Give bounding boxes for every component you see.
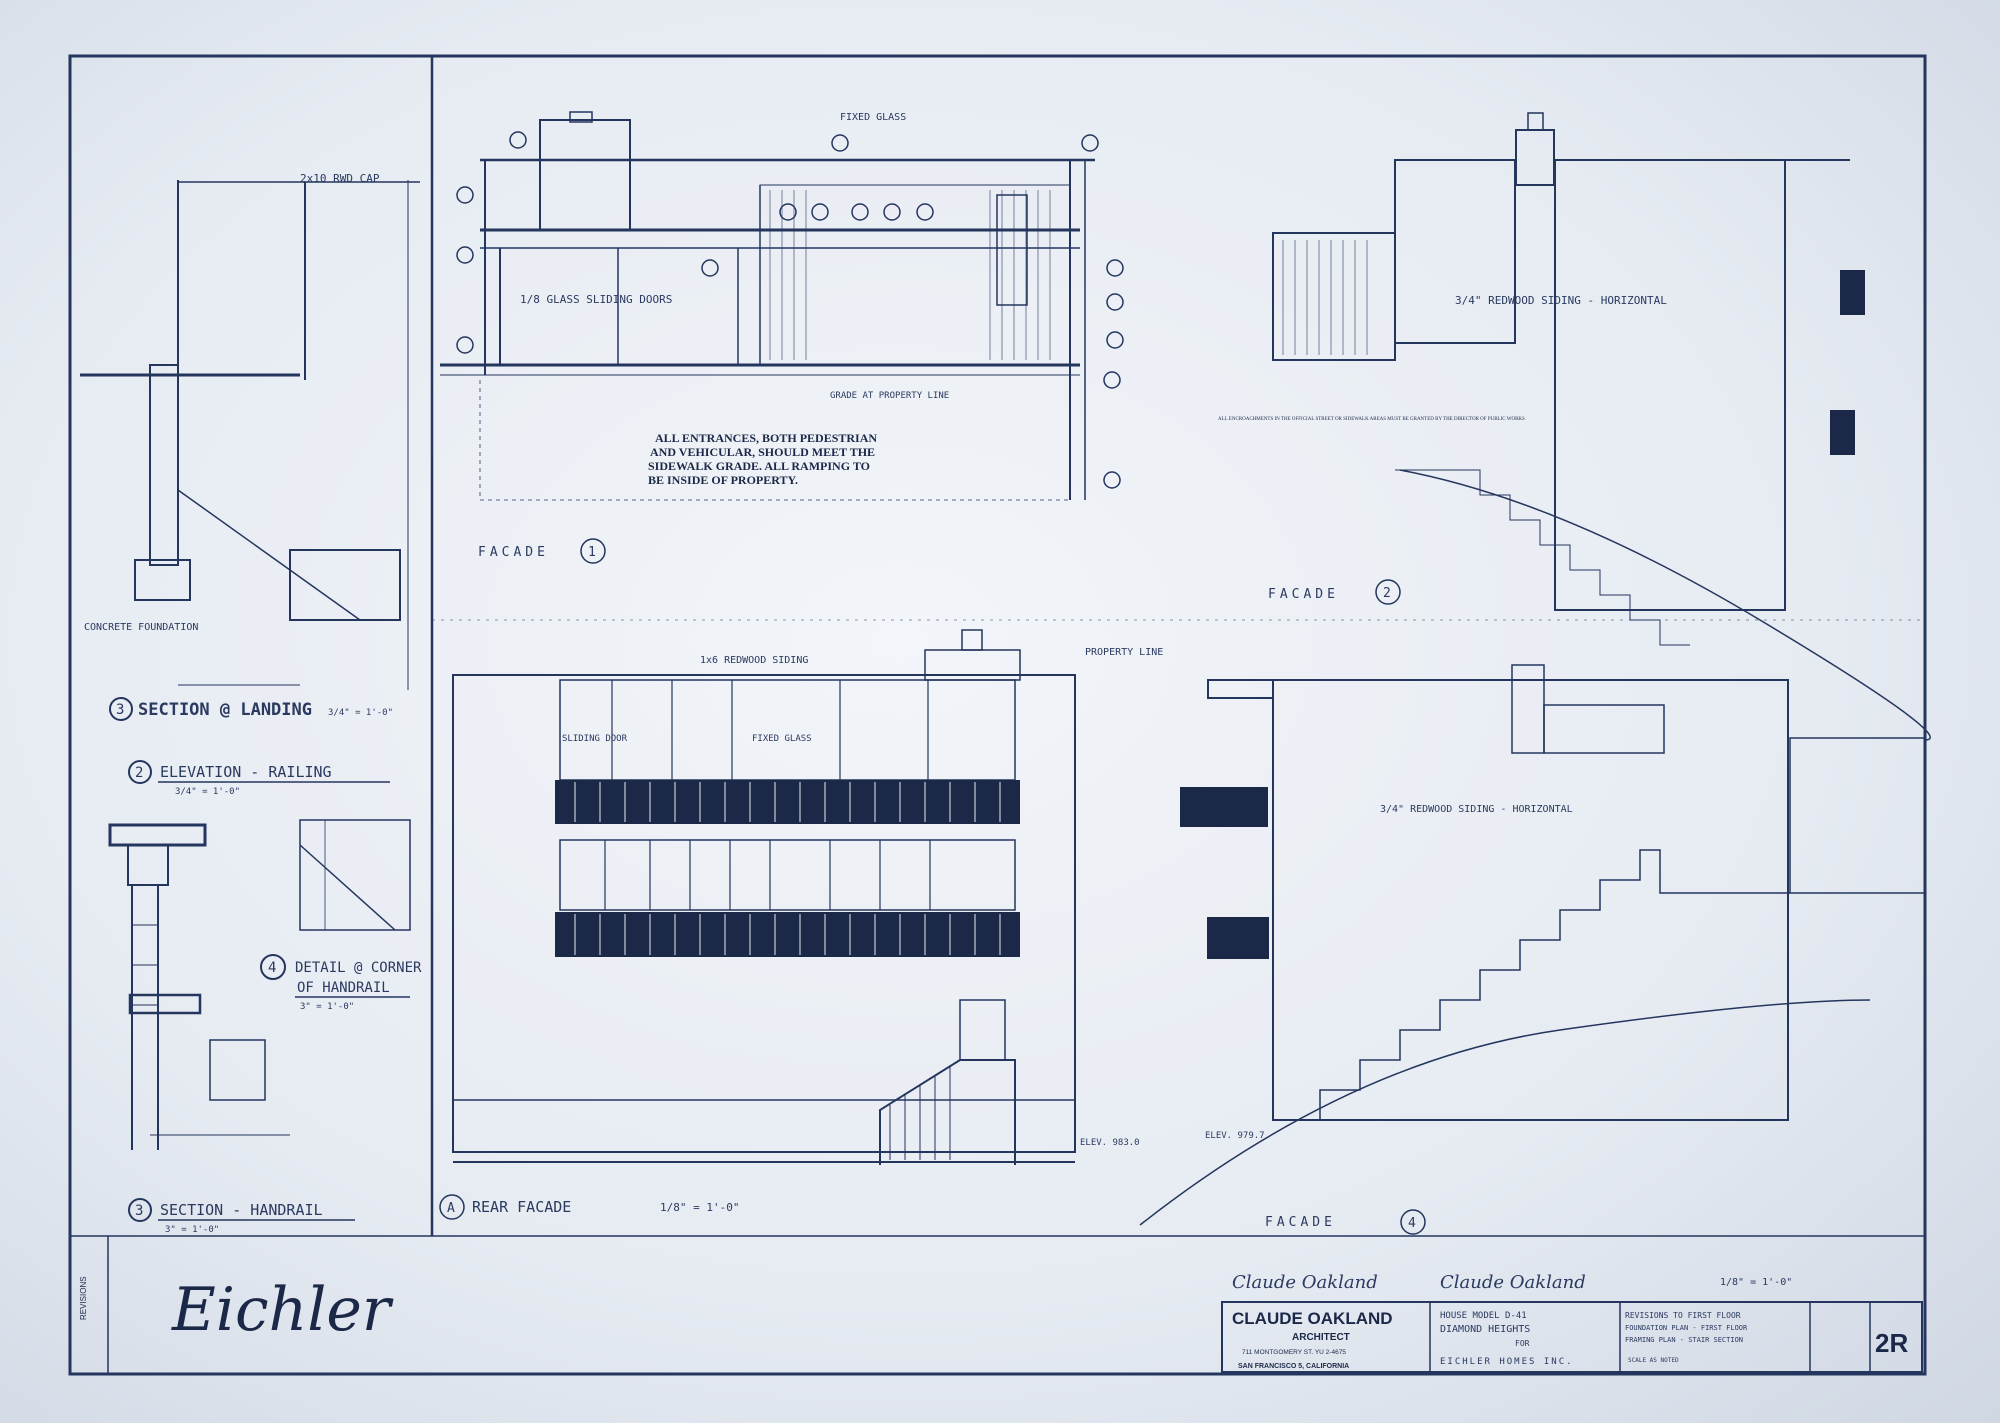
redwood-cap-label: 2x10 RWD CAP xyxy=(300,172,380,185)
architect-city: SAN FRANCISCO 5, CALIFORNIA xyxy=(1238,1363,1349,1370)
elevation-railing-title: ELEVATION - RAILING xyxy=(160,763,332,781)
facade-4-number: 4 xyxy=(1408,1216,1416,1231)
sheet-number: 2R xyxy=(1875,1328,1908,1358)
section-handrail-title: SECTION - HANDRAIL xyxy=(160,1201,323,1219)
architect-address: 711 MONTGOMERY ST. YU 2-4675 xyxy=(1242,1349,1346,1356)
facade-1-number: 1 xyxy=(588,545,596,560)
sheet-border xyxy=(68,54,1927,1376)
detail-corner-scale: 3" = 1'-0" xyxy=(300,1002,354,1012)
facade-1-drawing: FIXED GLASS 1/8 GLASS SLIDING DOORS GRAD… xyxy=(440,111,1124,564)
rear-facade-title: REAR FACADE xyxy=(472,1198,571,1216)
rear-redwood-siding-label: 1x6 REDWOOD SIDING xyxy=(700,655,808,666)
project-line-1: HOUSE MODEL D-41 xyxy=(1440,1311,1527,1321)
concrete-foundation-label: CONCRETE FOUNDATION xyxy=(84,622,198,633)
revisions-label: REVISIONS xyxy=(79,1276,88,1320)
facade-4-title: FACADE xyxy=(1265,1215,1336,1230)
elevation-979-label: ELEV. 979.7 xyxy=(1205,1131,1265,1141)
title-block: CLAUDE OAKLAND ARCHITECT 711 MONTGOMERY … xyxy=(1221,1301,1923,1373)
elevation-railing-scale: 3/4" = 1'-0" xyxy=(175,787,240,797)
elevation-railing-detail: 2 ELEVATION - RAILING 3/4" = 1'-0" xyxy=(128,760,390,797)
architect-name: CLAUDE OAKLAND xyxy=(1232,1309,1393,1328)
architect-signature-2: Claude Oakland xyxy=(1440,1272,1586,1293)
project-line-3: FOR xyxy=(1515,1339,1530,1348)
facade-4-drawing: 3/4" REDWOOD SIDING - HORIZONTAL ELEV. 9… xyxy=(1139,664,1926,1235)
encroachment-note: ALL ENCROACHMENTS IN THE OFFICIAL STREET… xyxy=(1218,417,1525,422)
section-handrail-scale: 3" = 1'-0" xyxy=(165,1225,219,1235)
rear-facade-letter: A xyxy=(447,1201,455,1216)
detail-corner-title-1: DETAIL @ CORNER xyxy=(295,960,422,976)
sliding-doors-label: 1/8 GLASS SLIDING DOORS xyxy=(520,293,672,306)
detail-corner-title-2: OF HANDRAIL xyxy=(297,980,390,996)
facade-2-drawing: 3/4" REDWOOD SIDING - HORIZONTAL ALL ENC… xyxy=(1218,112,1931,741)
redwood-siding-horizontal-label: 3/4" REDWOOD SIDING - HORIZONTAL xyxy=(1455,294,1667,307)
facade-2-number: 2 xyxy=(1383,586,1391,601)
sidewalk-note-line-2: AND VEHICULAR, SHOULD MEET THE xyxy=(650,445,875,459)
sliding-door-label: SLIDING DOOR xyxy=(562,734,628,744)
fixed-glass-rear-label: FIXED GLASS xyxy=(752,734,812,744)
architect-signature-1: Claude Oakland xyxy=(1232,1272,1378,1293)
section-landing-scale: 3/4" = 1'-0" xyxy=(328,708,393,718)
eichler-logo: Eichler xyxy=(171,1275,394,1345)
grade-property-line-label: GRADE AT PROPERTY LINE xyxy=(830,391,949,401)
sidewalk-note-line-3: SIDEWALK GRADE. ALL RAMPING TO xyxy=(648,459,870,473)
sheet-title-2: FOUNDATION PLAN - FIRST FLOOR xyxy=(1625,1324,1748,1332)
detail-corner-handrail: 4 DETAIL @ CORNER OF HANDRAIL 3" = 1'-0" xyxy=(260,819,422,1012)
detail-corner-number: 4 xyxy=(268,960,276,976)
section-handrail-detail: 3 SECTION - HANDRAIL 3" = 1'-0" xyxy=(108,823,355,1235)
client-name: EICHLER HOMES INC. xyxy=(1440,1357,1574,1367)
project-line-2: DIAMOND HEIGHTS xyxy=(1440,1324,1530,1335)
sidewalk-note-line-1: ALL ENTRANCES, BOTH PEDESTRIAN xyxy=(655,431,877,445)
architect-role: ARCHITECT xyxy=(1292,1332,1350,1343)
section-at-landing-detail: 2x10 RWD CAP CONCRETE FOUNDATION 3 SECTI… xyxy=(80,172,420,721)
section-landing-number: 3 xyxy=(116,702,124,718)
sidewalk-note-line-4: BE INSIDE OF PROPERTY. xyxy=(648,473,798,487)
facade-1-title: FACADE xyxy=(478,545,549,560)
section-landing-title: SECTION @ LANDING xyxy=(138,700,312,720)
elevation-railing-number: 2 xyxy=(135,765,143,781)
overall-scale: 1/8" = 1'-0" xyxy=(1720,1277,1792,1288)
rear-facade-scale: 1/8" = 1'-0" xyxy=(660,1201,739,1214)
elevation-983-label: ELEV. 983.0 xyxy=(1080,1138,1140,1148)
property-line-label: PROPERTY LINE xyxy=(1085,647,1163,658)
revisions-strip: REVISIONS xyxy=(79,1236,109,1374)
fixed-glass-label: FIXED GLASS xyxy=(840,112,906,123)
sheet-title-3: FRAMING PLAN - STAIR SECTION xyxy=(1625,1336,1743,1344)
sidewalk-grade-note: ALL ENTRANCES, BOTH PEDESTRIAN AND VEHIC… xyxy=(648,431,877,487)
facade-2-title: FACADE xyxy=(1268,587,1339,602)
facade-4-siding-label: 3/4" REDWOOD SIDING - HORIZONTAL xyxy=(1380,804,1573,815)
rear-facade-drawing: 1x6 REDWOOD SIDING PROPERTY LINE SLIDING… xyxy=(439,629,1163,1220)
section-handrail-number: 3 xyxy=(135,1203,143,1219)
sheet-scale: SCALE AS NOTED xyxy=(1628,1357,1679,1364)
sheet-title-1: REVISIONS TO FIRST FLOOR xyxy=(1625,1311,1741,1320)
